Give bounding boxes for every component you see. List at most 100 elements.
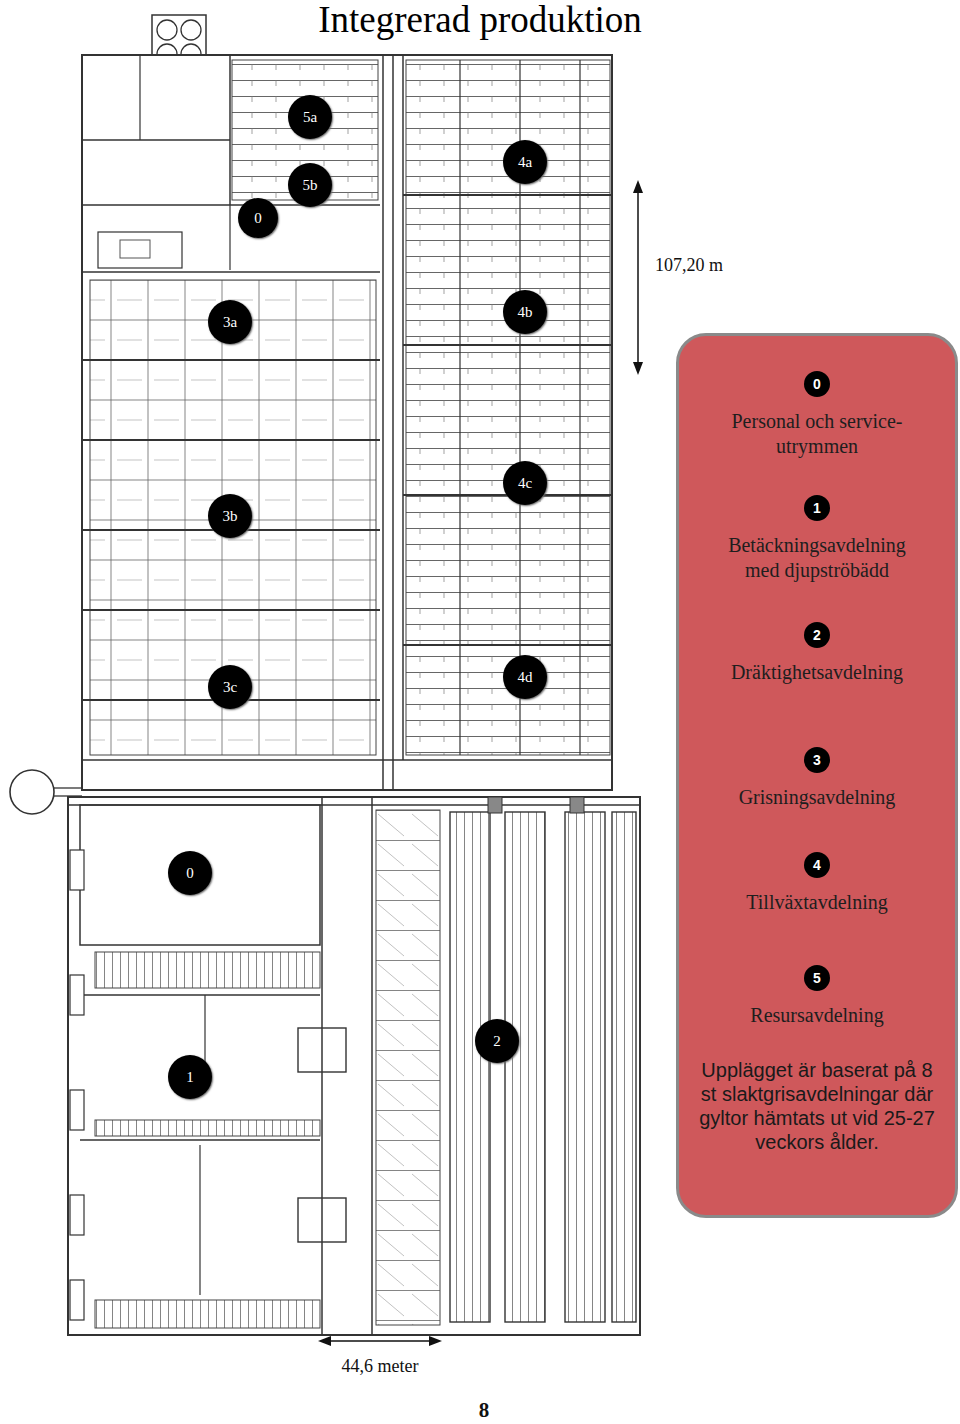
- floor-plan-part: [70, 975, 84, 1015]
- floor-plan-part: [95, 1120, 320, 1136]
- floor-plan-part: [70, 1280, 84, 1320]
- floor-plan-part: [181, 20, 201, 40]
- floor-plan-part: [403, 194, 612, 196]
- callout-circle: 3c: [208, 665, 252, 709]
- callout-number: 2: [493, 1033, 501, 1050]
- callout-circle: 2: [475, 1019, 519, 1063]
- callout-circle: 4a: [503, 140, 547, 184]
- floor-plan-part: [82, 359, 380, 361]
- callout-number: 0: [254, 210, 262, 227]
- floor-plan-part: [90, 280, 376, 755]
- callout-circle: 3b: [208, 494, 252, 538]
- legend-caption: Grisningsavdelning: [687, 785, 947, 810]
- callout-circle: 3a: [208, 300, 252, 344]
- floor-plan-part: [68, 804, 640, 806]
- callout-number: 5: [804, 965, 830, 991]
- floor-plan-part: [95, 952, 320, 988]
- floor-plan-part: [68, 797, 640, 1335]
- callout-circle: 0: [238, 198, 278, 238]
- callout-number: 3b: [223, 508, 238, 525]
- legend-caption: Tillväxtavdelning: [687, 890, 947, 915]
- floor-plan-part: [95, 1300, 320, 1328]
- floor-plan-part: [459, 60, 460, 755]
- legend-item: 5Resursavdelning: [679, 965, 955, 1028]
- floor-plan-part: [120, 240, 150, 258]
- diagram-title: Integrerad produktion: [0, 0, 960, 42]
- floor-plan-part: [570, 797, 584, 813]
- callout-number: 3a: [223, 314, 237, 331]
- floor-plan-part: [82, 609, 380, 611]
- floor-plan-part: [406, 60, 610, 755]
- legend-caption: Personal och service-utrymmen: [707, 409, 927, 459]
- callout-number: 1: [186, 1069, 194, 1086]
- page-number: 8: [479, 1398, 490, 1423]
- callout-number: 5a: [303, 109, 317, 126]
- floor-plan-part: [321, 797, 323, 1335]
- callout-number: 4: [804, 852, 830, 878]
- floor-plan-part: [80, 1139, 320, 1141]
- legend-caption: Dräktighetsavdelning: [687, 660, 947, 685]
- callout-circle: 4d: [503, 655, 547, 699]
- floor-plan-part: [82, 55, 612, 790]
- callout-number: 4a: [518, 154, 532, 171]
- floor-plan-part: [450, 812, 490, 1322]
- floor-plan-part: [579, 60, 580, 755]
- floor-plan-part: [403, 644, 612, 646]
- floor-plan-part: [229, 205, 230, 270]
- dimension-label: 44,6 meter: [342, 1355, 419, 1377]
- floor-plan-part: [403, 344, 612, 346]
- floor-plan-part: [371, 797, 373, 1335]
- floor-plan-part: [232, 60, 378, 200]
- callout-number: 2: [804, 622, 830, 648]
- callout-number: 5b: [303, 177, 318, 194]
- floor-plan-part: [633, 362, 643, 375]
- legend-item: 3Grisningsavdelning: [679, 747, 955, 810]
- floor-plan-part: [505, 812, 545, 1322]
- legend-caption: Betäckningsavdelning med djupströbädd: [711, 533, 923, 583]
- legend-item: 4Tillväxtavdelning: [679, 852, 955, 915]
- callout-number: 0: [186, 865, 194, 882]
- legend-item: 1Betäckningsavdelning med djupströbädd: [679, 495, 955, 583]
- floor-plan-part: [139, 55, 140, 140]
- floor-plan-part: [612, 812, 636, 1322]
- callout-number: 1: [804, 495, 830, 521]
- floor-plan-part: [70, 850, 84, 890]
- callout-number: 4d: [518, 669, 533, 686]
- floor-plan-part: [204, 995, 205, 1065]
- floor-plan-part: [98, 232, 182, 268]
- floor-plan-part: [82, 439, 380, 441]
- callout-number: 3c: [223, 679, 237, 696]
- floor-plan-part: [10, 770, 54, 814]
- floor-plan-part: [82, 204, 380, 206]
- floor-plan-part: [429, 1336, 442, 1346]
- floor-plan-part: [157, 20, 177, 40]
- floor-plan-part: [80, 805, 320, 945]
- note-text: Upplägget är baserat på 8 st slaktgrisav…: [693, 1058, 941, 1154]
- callout-circle: 4b: [503, 290, 547, 334]
- floor-plan-part: [382, 55, 384, 790]
- floor-plan-part: [376, 810, 440, 1325]
- floor-plan-part: [565, 812, 605, 1322]
- floor-plan-part: [80, 994, 320, 996]
- floor-plan-part: [70, 1090, 84, 1130]
- callout-circle: 4c: [503, 461, 547, 505]
- callout-circle: 5a: [288, 95, 332, 139]
- floor-plan-part: [392, 55, 394, 790]
- floor-plan-part: [82, 139, 230, 141]
- callout-number: 0: [804, 371, 830, 397]
- floor-plan-part: [402, 55, 404, 760]
- callout-circle: 1: [168, 1055, 212, 1099]
- floor-plan-part: [488, 797, 502, 813]
- floor-plan-part: [633, 180, 643, 193]
- floor-plan-part: [637, 190, 639, 365]
- floor-plan-part: [318, 1336, 331, 1346]
- callout-circle: 5b: [288, 163, 332, 207]
- legend-caption: Resursavdelning: [687, 1003, 947, 1028]
- floor-plan-part: [326, 1340, 432, 1342]
- callout-circle: 0: [168, 851, 212, 895]
- floor-plan-part: [82, 759, 612, 761]
- legend-item: 0Personal och service-utrymmen: [679, 371, 955, 459]
- floor-plan-part: [199, 1145, 200, 1295]
- legend-item: 2Dräktighetsavdelning: [679, 622, 955, 685]
